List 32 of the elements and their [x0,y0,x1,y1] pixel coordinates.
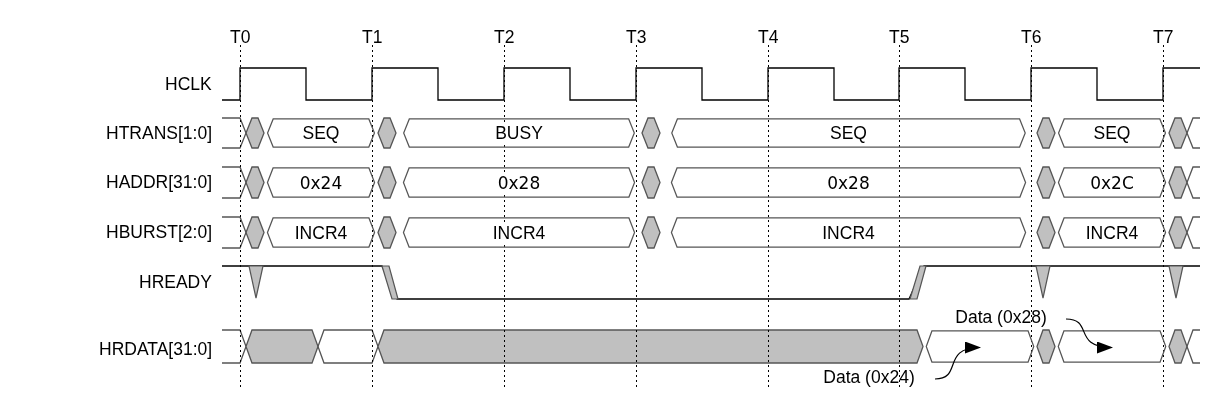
signal-name: HADDR[31:0] [106,171,212,193]
bus-value-segment [1055,217,1169,248]
signal-name: HCLK [165,73,212,95]
time-label: T2 [494,26,515,48]
time-label: T7 [1153,26,1174,48]
bus-value-segment [264,118,378,148]
signal-name: HBURST[2:0] [106,221,212,243]
leader-arrow [1065,318,1113,353]
callout-label: Data (0x28) [938,306,1064,328]
data-segment [923,330,1037,363]
bus-value-segment [1055,167,1169,198]
signal-value: INCR4 [491,222,547,243]
time-label: T0 [230,26,251,48]
time-label: T6 [1021,26,1042,48]
signal-name: HTRANS[1:0] [106,122,212,144]
signal-name: HRDATA[31:0] [99,338,213,360]
data-segment [1055,330,1169,363]
signal-value: SEQ [1092,123,1132,143]
time-label: T5 [889,26,910,48]
bus-value-segment [1055,118,1169,148]
bus-value-segment [264,217,378,248]
bus-value-segment [264,167,378,198]
signal-value: 0x28 [496,172,542,193]
signal-name: HREADY [139,271,212,293]
time-label: T4 [758,26,779,48]
leader-arrow [934,342,981,380]
signal-value: BUSY [494,123,544,143]
time-label: T3 [626,26,647,48]
signal-value: SEQ [301,123,341,143]
signal-value: SEQ [829,123,868,143]
time-label: T1 [362,26,383,48]
callout-label: Data (0x24) [805,366,933,388]
